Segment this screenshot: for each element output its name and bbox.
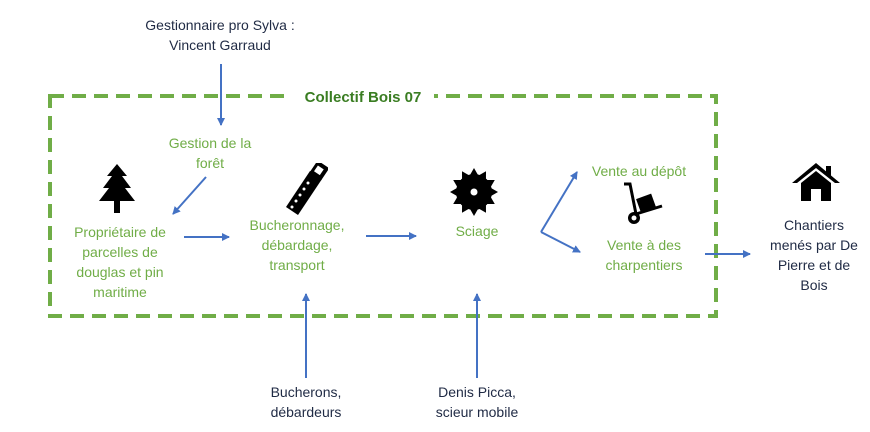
sawing-label: Sciage [455,223,499,239]
carpenter-sale-label: Vente à des charpentiers [605,237,683,273]
logging-label: Bucheronnage, débardage, transport [249,217,345,273]
lumberjacks-label: Bucherons, débardeurs [270,384,342,420]
manager-label: Gestionnaire pro Sylva : Vincent Garraud [145,17,295,53]
arrow-sawing-to-carpenters [540,231,581,253]
projects-label: Chantiers menés par De Pierre et de Bois [770,217,858,293]
handsaw-icon [286,163,328,215]
hand-truck-icon [624,182,663,224]
arrow-sawing-to-depot [540,171,578,233]
forest-management-label: Gestion de la forêt [168,135,252,171]
sawyer-label: Denis Picca, scieur mobile [435,384,519,420]
owner-label: Propriétaire de parcelles de douglas et … [74,224,166,300]
depot-sale-label: Vente au dépôt [591,163,687,179]
saw-blade-icon [450,168,498,216]
tree-icon [99,164,135,213]
collective-title: Collectif Bois 07 [292,88,434,108]
arrow-forest-to-owner [172,176,207,215]
house-icon [792,163,840,201]
